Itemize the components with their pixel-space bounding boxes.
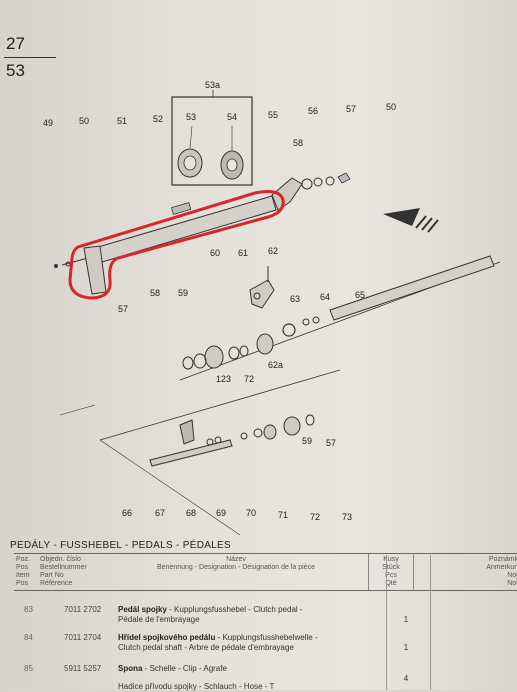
col-pos: Poz. Pos Item Pos [14,554,38,591]
callout-57-mid: 57 [118,304,128,314]
col-number: Objedn. číslo Bestellnummer Part No Réfé… [38,554,104,591]
callout-68: 68 [186,508,196,518]
callout-49: 49 [43,118,53,128]
col-qty: Kusy Stück Pcs Qté [369,554,414,591]
callout-50-right: 50 [386,102,396,112]
callout-62: 62 [268,246,278,256]
callout-labels: 53a 53 54 49 50 51 52 55 56 57 50 58 60 … [43,80,396,522]
callout-54: 54 [227,112,237,122]
qty-column-divider-left [386,555,387,690]
callout-61: 61 [238,248,248,258]
direction-arrow-icon [383,208,438,232]
callout-56: 56 [308,106,318,116]
callout-72-low: 72 [310,512,320,522]
callout-57-low: 57 [326,438,336,448]
callout-70: 70 [246,508,256,518]
callout-123: 123 [216,374,231,384]
callout-51: 51 [117,116,127,126]
callout-73: 73 [342,512,352,522]
callout-58-mid: 58 [150,288,160,298]
qty-column-divider-right [430,555,431,690]
callout-72: 72 [244,374,254,384]
callout-57: 57 [346,104,356,114]
inset-53a [172,90,252,185]
callout-64: 64 [320,292,330,302]
callout-55: 55 [268,110,278,120]
callout-63: 63 [290,294,300,304]
lever-assembly [60,256,500,415]
callout-58: 58 [293,138,303,148]
callout-62a: 62a [268,360,283,370]
callout-67: 67 [155,508,165,518]
callout-53a: 53a [205,80,220,90]
callout-65: 65 [355,290,365,300]
callout-53: 53 [186,112,196,122]
callout-66: 66 [122,508,132,518]
callout-50: 50 [79,116,89,126]
col-name: Název Benennung - Designation - Désignat… [104,554,369,591]
callout-59-low: 59 [302,436,312,446]
exploded-parts-diagram: 53a 53 54 49 50 51 52 55 56 57 50 58 60 … [0,0,517,535]
callout-69: 69 [216,508,226,518]
callout-60: 60 [210,248,220,258]
section-title: PEDÁLY - FUSSHEBEL - PEDALS - PÉDALES [10,540,231,551]
callout-71: 71 [278,510,288,520]
parts-table-header: Poz. Pos Item Pos Objedn. číslo Bestelln… [14,553,517,591]
callout-52: 52 [153,114,163,124]
callout-59: 59 [178,288,188,298]
